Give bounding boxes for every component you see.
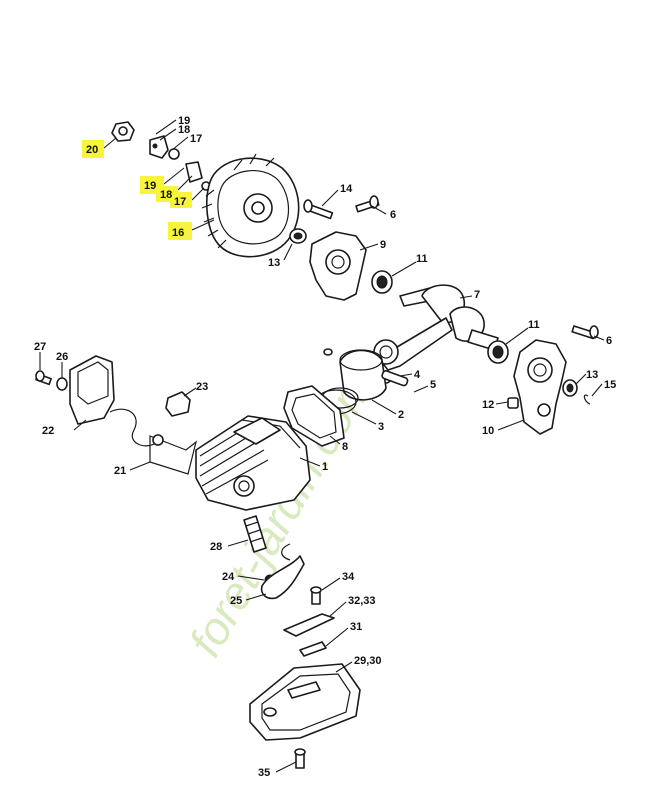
callout-31: 31 bbox=[350, 621, 362, 633]
callout-18b: 18 bbox=[160, 189, 172, 201]
callout-3: 3 bbox=[378, 421, 384, 433]
callout-29-30: 29,30 bbox=[354, 655, 382, 667]
callout-24: 24 bbox=[222, 571, 235, 583]
callout-10: 10 bbox=[482, 425, 494, 437]
bolt-6-top bbox=[355, 195, 380, 213]
callout-17b: 17 bbox=[174, 196, 186, 208]
callout-19b: 19 bbox=[144, 180, 156, 192]
watermark-text: foret-jardin.com bbox=[179, 362, 384, 665]
bolt-14 bbox=[303, 199, 334, 220]
callout-22: 22 bbox=[42, 425, 54, 437]
highlight-16 bbox=[168, 222, 192, 240]
callout-27: 27 bbox=[34, 341, 46, 353]
bearing-11-upper bbox=[371, 270, 393, 294]
callout-18a: 18 bbox=[178, 124, 190, 136]
highlight-17 bbox=[170, 192, 192, 208]
highlight-20 bbox=[82, 140, 104, 158]
cylinder-part bbox=[195, 415, 311, 511]
muffler-assembly bbox=[249, 586, 361, 769]
callout-6b: 6 bbox=[606, 335, 612, 347]
callout-5: 5 bbox=[430, 379, 436, 391]
callout-2: 2 bbox=[398, 409, 404, 421]
callout-4: 4 bbox=[414, 369, 421, 381]
callout-19a: 19 bbox=[178, 115, 190, 127]
crankshaft-assembly bbox=[373, 284, 509, 371]
callout-11b: 11 bbox=[528, 319, 540, 331]
crankcase-half-10 bbox=[507, 325, 599, 435]
highlight-boxes bbox=[82, 140, 192, 240]
callout-labels: 20 19 18 17 19 18 17 16 14 6 13 9 11 7 1… bbox=[34, 115, 616, 779]
crankcase-upper bbox=[289, 195, 393, 301]
callout-25: 25 bbox=[230, 595, 242, 607]
callout-20: 20 bbox=[86, 144, 98, 156]
callout-7: 7 bbox=[474, 289, 480, 301]
callout-35: 35 bbox=[258, 767, 270, 779]
callout-8: 8 bbox=[342, 441, 348, 453]
callout-9: 9 bbox=[380, 239, 386, 251]
spark-plug-assembly bbox=[243, 515, 305, 600]
callout-26: 26 bbox=[56, 351, 68, 363]
callout-12: 12 bbox=[482, 399, 494, 411]
callout-13b: 13 bbox=[586, 369, 598, 381]
callout-1: 1 bbox=[322, 461, 328, 473]
callout-6a: 6 bbox=[390, 209, 396, 221]
callout-14: 14 bbox=[340, 183, 353, 195]
callout-28: 28 bbox=[210, 541, 222, 553]
callout-32-33: 32,33 bbox=[348, 595, 376, 607]
callout-15: 15 bbox=[604, 379, 616, 391]
seal-13 bbox=[289, 228, 307, 244]
callout-34: 34 bbox=[342, 571, 355, 583]
callout-21: 21 bbox=[114, 465, 126, 477]
ignition-assembly bbox=[35, 355, 198, 475]
nut-part bbox=[111, 121, 135, 142]
callout-16: 16 bbox=[172, 227, 184, 239]
spring-ring bbox=[168, 148, 180, 160]
flywheel-assembly bbox=[111, 121, 300, 258]
pawl-part-lower bbox=[185, 161, 211, 191]
pawl-part bbox=[149, 135, 169, 159]
callout-13a: 13 bbox=[268, 257, 280, 269]
leader-lines bbox=[39, 119, 605, 773]
callout-23: 23 bbox=[196, 381, 208, 393]
callout-11a: 11 bbox=[416, 253, 428, 265]
flywheel-part bbox=[201, 153, 300, 258]
piston-assembly bbox=[283, 348, 409, 447]
callout-17a: 17 bbox=[190, 133, 202, 145]
